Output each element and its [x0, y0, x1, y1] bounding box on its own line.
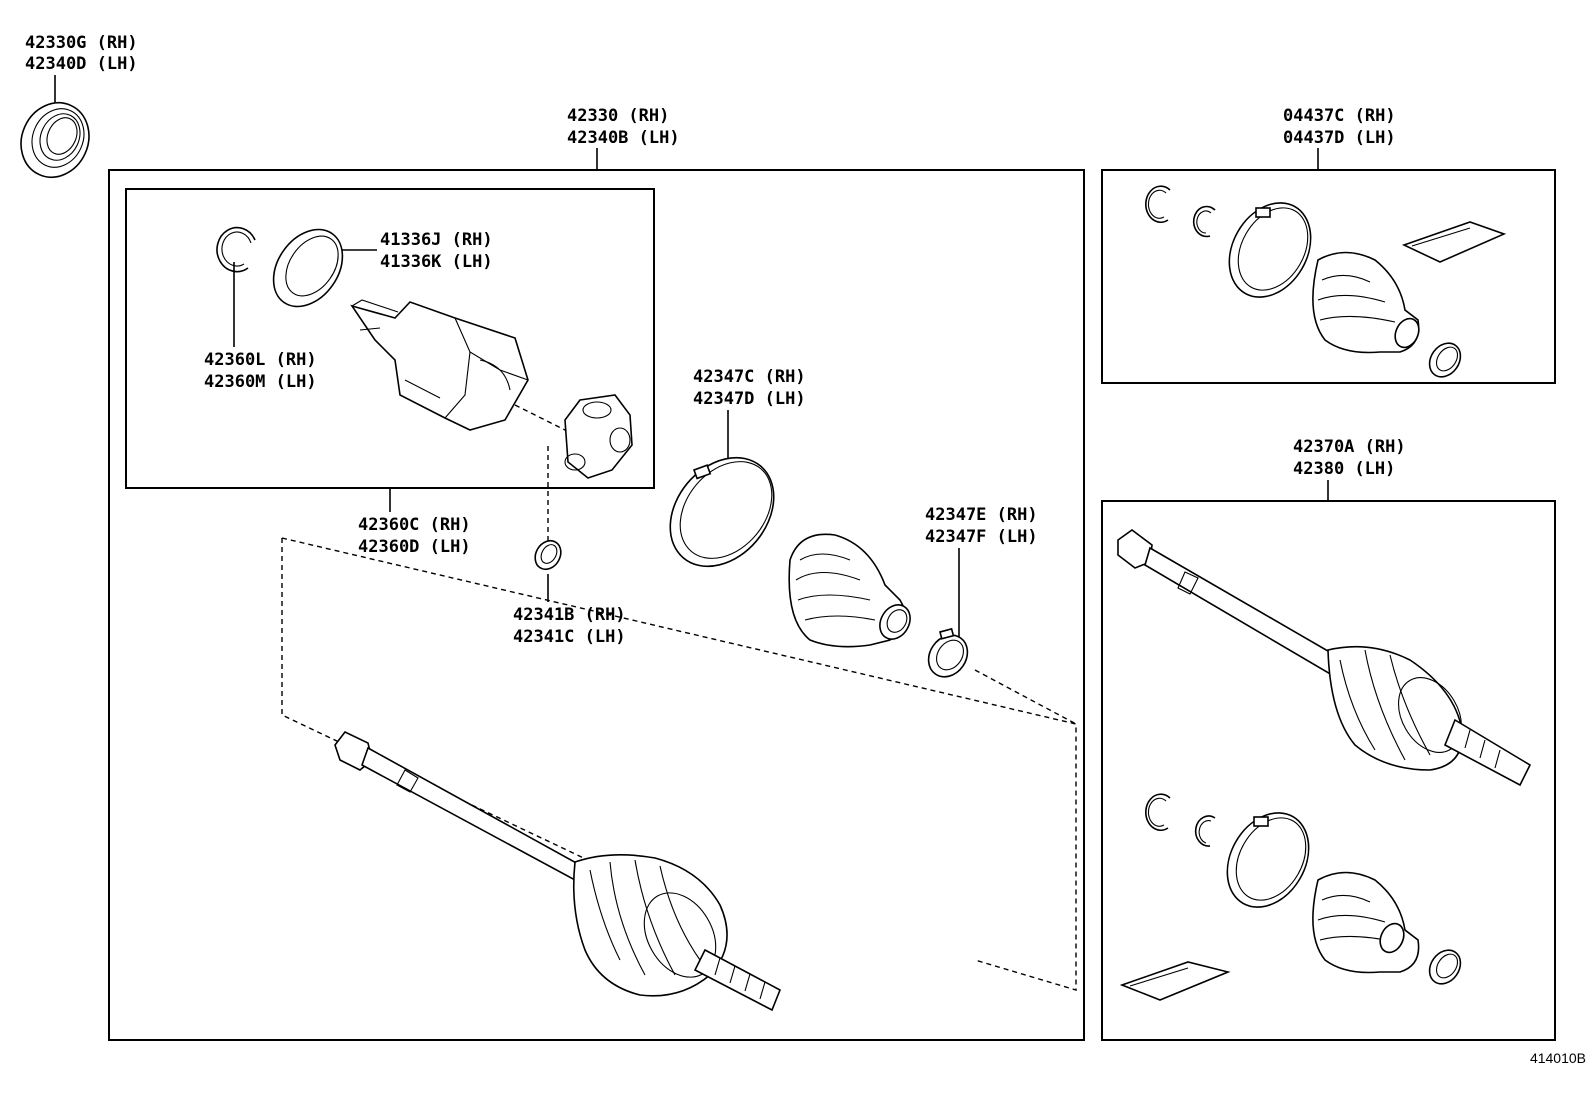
label-42360D-lh: 42360D (LH) — [358, 537, 471, 557]
boot-kit-clamp-large[interactable] — [1213, 188, 1327, 312]
small-snap-ring-part[interactable] — [530, 536, 566, 574]
label-42370A[interactable]: 42370A (RH) 42380 (LH) — [1293, 437, 1406, 479]
assembly-dash-lower — [281, 538, 631, 881]
label-42347D-lh: 42347D (LH) — [693, 389, 806, 409]
label-42360M-lh: 42360M (LH) — [204, 372, 317, 392]
outboard-shaft-part[interactable] — [1117, 529, 1532, 787]
outboard-snap-ring-large[interactable] — [1145, 793, 1171, 831]
outboard-clamp-small[interactable] — [1423, 944, 1467, 990]
snap-ring-part[interactable] — [216, 226, 256, 273]
label-42347E[interactable]: 42347E (RH) 42347F (LH) — [925, 505, 1038, 547]
label-42341B[interactable]: 42341B (RH) 42341C (LH) — [513, 605, 626, 647]
label-42340B-lh: 42340B (LH) — [567, 128, 680, 148]
outboard-grease-pack[interactable] — [1119, 961, 1231, 1001]
large-boot-clamp-part[interactable] — [649, 437, 795, 587]
label-04437D-lh: 04437D (LH) — [1283, 128, 1396, 148]
label-42360L-rh: 42360L (RH) — [204, 350, 317, 370]
boot-kit-snap-ring-small[interactable] — [1192, 205, 1216, 238]
drive-shaft-part[interactable] — [334, 730, 782, 1012]
label-42347E-rh: 42347E (RH) — [925, 505, 1038, 525]
label-42380-lh: 42380 (LH) — [1293, 459, 1395, 479]
boot-kit-boot[interactable] — [1312, 251, 1423, 354]
outboard-boot[interactable] — [1312, 871, 1420, 974]
label-42330[interactable]: 42330 (RH) 42340B (LH) — [567, 106, 680, 148]
inboard-joint-housing-part[interactable] — [350, 299, 529, 431]
label-41336J-rh: 41336J (RH) — [380, 230, 493, 250]
label-42347C[interactable]: 42347C (RH) 42347D (LH) — [693, 367, 806, 409]
inboard-boot-part[interactable] — [788, 533, 916, 648]
label-42330-rh: 42330 (RH) — [567, 106, 669, 126]
tripod-joint-part[interactable] — [564, 394, 633, 479]
label-42347F-lh: 42347F (LH) — [925, 527, 1038, 547]
figure-reference: 414010B — [1530, 1050, 1586, 1066]
label-42330G[interactable]: 42330G (RH) 42340D (LH) — [25, 33, 138, 74]
label-42360L[interactable]: 42360L (RH) 42360M (LH) — [204, 350, 317, 392]
label-42330G-rh: 42330G (RH) — [25, 33, 138, 53]
dust-seal-part[interactable] — [259, 216, 356, 319]
boot-kit-clamp-small[interactable] — [1423, 337, 1467, 383]
label-04437C-rh: 04437C (RH) — [1283, 106, 1396, 126]
label-42360C[interactable]: 42360C (RH) 42360D (LH) — [358, 515, 471, 557]
label-04437C[interactable]: 04437C (RH) 04437D (LH) — [1283, 106, 1396, 148]
label-41336J[interactable]: 41336J (RH) 41336K (LH) — [380, 230, 493, 272]
label-42341B-rh: 42341B (RH) — [513, 605, 626, 625]
label-42370A-rh: 42370A (RH) — [1293, 437, 1406, 457]
label-42341C-lh: 42341C (LH) — [513, 627, 626, 647]
assembly-dash-outline — [281, 537, 1077, 991]
oil-seal-part[interactable] — [9, 92, 101, 189]
small-boot-clamp-part[interactable] — [921, 627, 976, 685]
label-41336K-lh: 41336K (LH) — [380, 252, 493, 272]
label-42360C-rh: 42360C (RH) — [358, 515, 471, 535]
label-42347C-rh: 42347C (RH) — [693, 367, 806, 387]
outboard-snap-ring-small[interactable] — [1194, 815, 1216, 847]
boot-kit-frame — [1101, 169, 1556, 384]
boot-kit-grease-pack[interactable] — [1401, 221, 1507, 263]
boot-kit-snap-ring-large[interactable] — [1145, 185, 1171, 223]
assembly-dash-clamp — [974, 669, 1077, 725]
outboard-clamp-large[interactable] — [1211, 798, 1325, 922]
label-42340D-lh: 42340D (LH) — [25, 54, 138, 74]
